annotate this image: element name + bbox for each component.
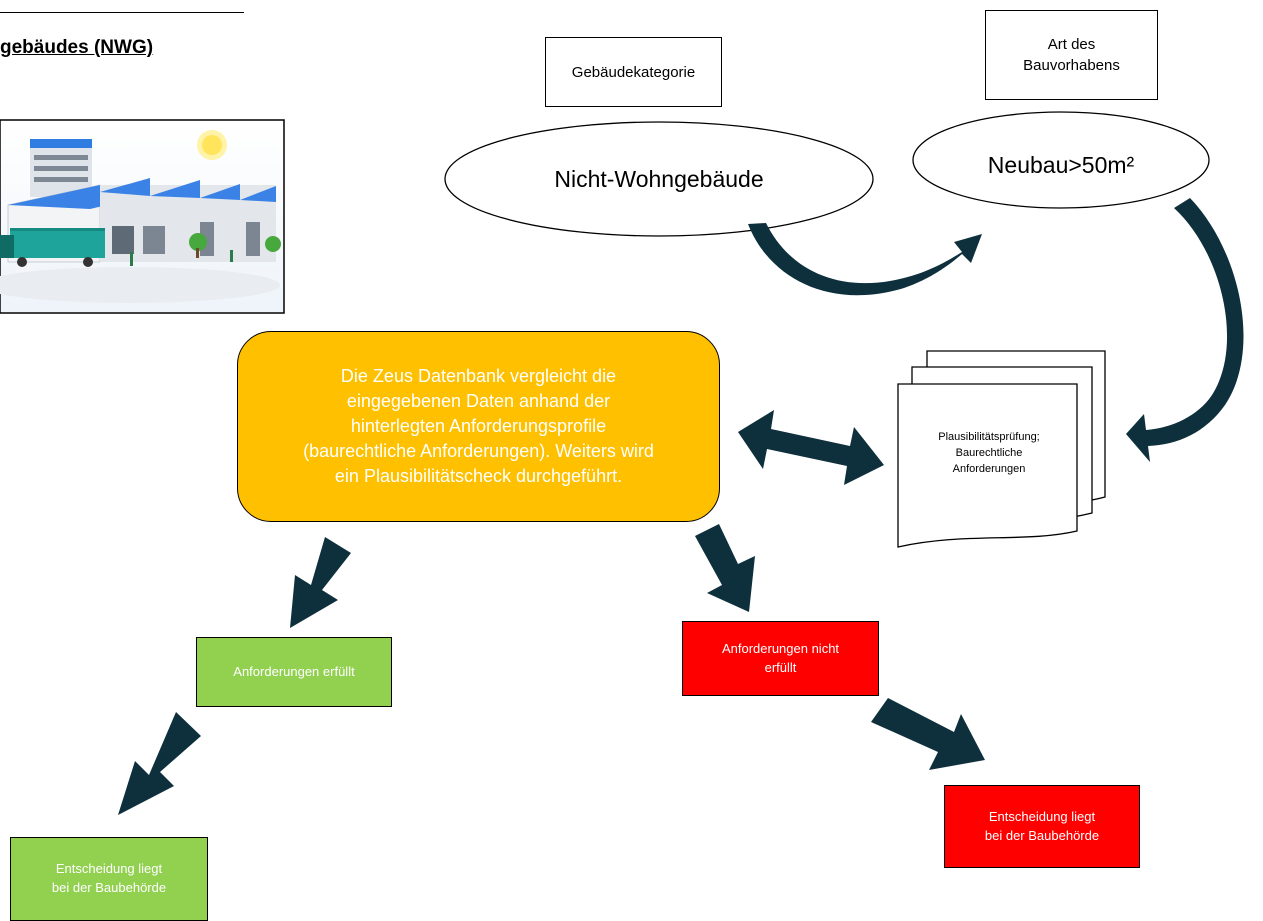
process-text-line1: Die Zeus Datenbank vergleicht die bbox=[340, 365, 617, 386]
document-stack-icon bbox=[897, 350, 1106, 548]
decision-red-line2: bei der Baubehörde bbox=[984, 827, 1100, 843]
curved-arrow-type-to-documents bbox=[1126, 198, 1244, 462]
documents-text-line2: Baurechtliche bbox=[955, 446, 1023, 459]
process-text-line3: hinterlegten Anforderungsprofile bbox=[350, 415, 607, 436]
decision-red-line1: Entscheidung liegt bbox=[988, 808, 1096, 824]
title-rule bbox=[0, 12, 244, 13]
industrial-building-illustration bbox=[0, 119, 285, 314]
requirements-met-box: Anforderungen erfüllt bbox=[196, 637, 392, 707]
arrow-met-to-decision bbox=[118, 712, 201, 815]
construction-type-label-line1: Art des bbox=[1047, 36, 1096, 53]
construction-type-label-line2: Bauvorhabens bbox=[1023, 57, 1120, 74]
arrow-not-met-to-decision bbox=[871, 698, 985, 770]
documents-text-line3: Anforderungen bbox=[952, 462, 1026, 475]
arrow-process-to-met bbox=[290, 537, 351, 628]
requirements-met-text: Anforderungen erfüllt bbox=[233, 663, 355, 679]
category-ellipse bbox=[444, 121, 874, 237]
documents-text: Plausibilitätsprüfung; Baurechtliche Anf… bbox=[897, 430, 1081, 478]
page-title: gebäudes (NWG) bbox=[0, 37, 154, 58]
construction-type-label: Art des Bauvorhabens bbox=[985, 10, 1158, 100]
process-text-line2: eingegebenen Daten anhand der bbox=[346, 390, 611, 411]
arrow-process-to-not-met bbox=[695, 524, 755, 612]
decision-green-line2: bei der Baubehörde bbox=[51, 880, 167, 895]
requirements-not-met-line1: Anforderungen nicht bbox=[721, 640, 840, 656]
process-box: Die Zeus Datenbank vergleicht die eingeg… bbox=[237, 331, 720, 522]
building-category-label: Gebäudekategorie bbox=[545, 37, 722, 107]
type-ellipse bbox=[912, 111, 1210, 209]
process-text-line5: ein Plausibilitätscheck durchgeführt. bbox=[334, 466, 623, 487]
documents-text-line1: Plausibilitätsprüfung; bbox=[938, 431, 1040, 443]
decision-green-line1: Entscheidung liegt bbox=[55, 861, 163, 877]
process-text-line4: (baurechtliche Anforderungen). Weiters w… bbox=[303, 441, 654, 462]
double-arrow-process-documents bbox=[738, 410, 884, 485]
building-category-label-text: Gebäudekategorie bbox=[571, 63, 696, 81]
requirements-not-met-line2: erfüllt bbox=[764, 659, 797, 675]
decision-box-green: Entscheidung liegt bei der Baubehörde bbox=[10, 837, 208, 921]
curved-arrow-category-to-type bbox=[748, 223, 982, 296]
decision-box-red: Entscheidung liegt bei der Baubehörde bbox=[944, 785, 1140, 868]
requirements-not-met-box: Anforderungen nicht erfüllt bbox=[682, 621, 879, 696]
